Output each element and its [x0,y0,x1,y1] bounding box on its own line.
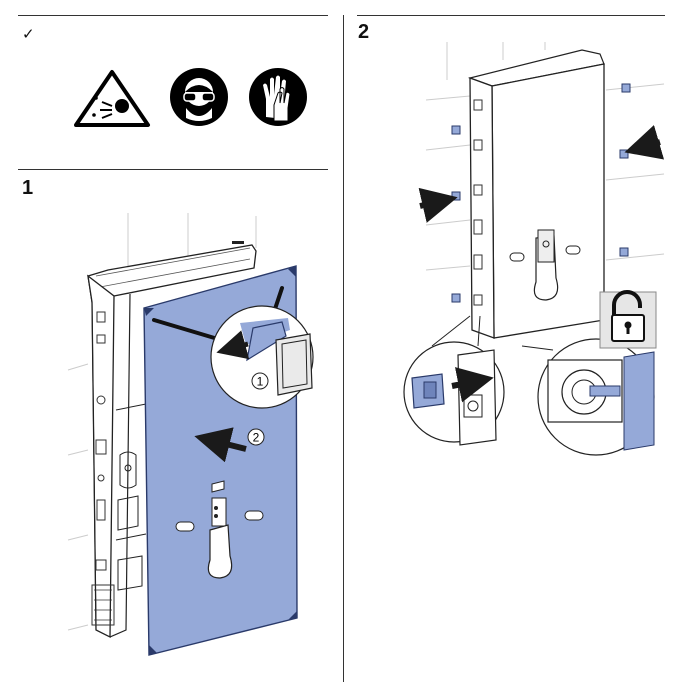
step-1-number: 1 [22,177,34,199]
prep-check-marker: ✓ [22,26,35,43]
wear-gloves-icon [249,68,307,126]
top-left-divider [18,15,328,16]
top-right-divider [357,15,665,16]
unlocked-padlock-icon [599,290,657,349]
callout-1-label: 1 [257,375,264,389]
column-divider [343,15,344,682]
mid-left-divider [18,169,328,170]
step-2-number: 2 [358,21,370,43]
step-1-illustration [67,213,314,656]
callout-2-label: 2 [253,431,260,445]
wear-goggles-icon [170,68,228,126]
flying-debris-warning-icon [74,70,150,127]
step-2-illustration [403,42,665,456]
